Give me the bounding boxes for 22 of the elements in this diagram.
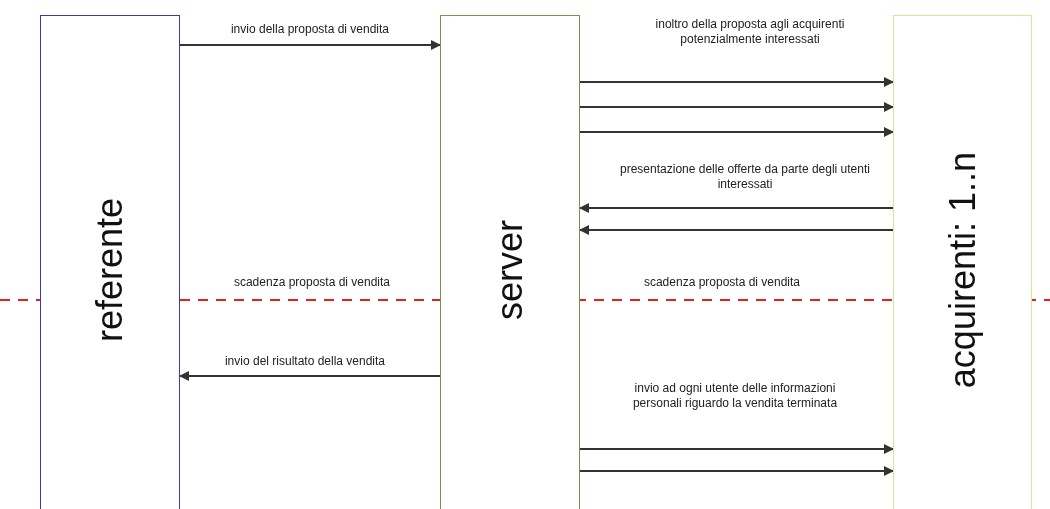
lifeline-box	[40, 15, 180, 509]
edge-label: invio ad ogni utente delle informazioni personali riguardo la vendita terminata	[631, 381, 839, 411]
arrow	[179, 40, 441, 50]
lifeline-box	[440, 15, 580, 509]
lifeline-box	[893, 15, 1032, 509]
lifeline-label: referente	[89, 197, 131, 343]
arrow	[579, 225, 894, 235]
edge-label: invio della proposta di vendita	[229, 22, 391, 37]
edge-label: inoltro della proposta agli acquirenti potenzialmente interessati	[654, 17, 846, 47]
divider-label: scadenza proposta di vendita	[642, 275, 802, 290]
arrow	[579, 77, 894, 87]
lifeline-label: server	[489, 220, 531, 320]
edge-label: presentazione delle offerte da parte degli utenti interessati	[619, 162, 871, 192]
arrow	[579, 444, 894, 454]
arrow	[579, 466, 894, 476]
edge-label: invio del risultato della vendita	[223, 354, 387, 369]
arrow	[579, 127, 894, 137]
arrow	[179, 371, 441, 381]
arrow	[579, 203, 894, 213]
lifeline-label: acquirenti: 1..n	[941, 151, 984, 389]
arrow	[579, 102, 894, 112]
divider-label: scadenza proposta di vendita	[232, 275, 392, 290]
